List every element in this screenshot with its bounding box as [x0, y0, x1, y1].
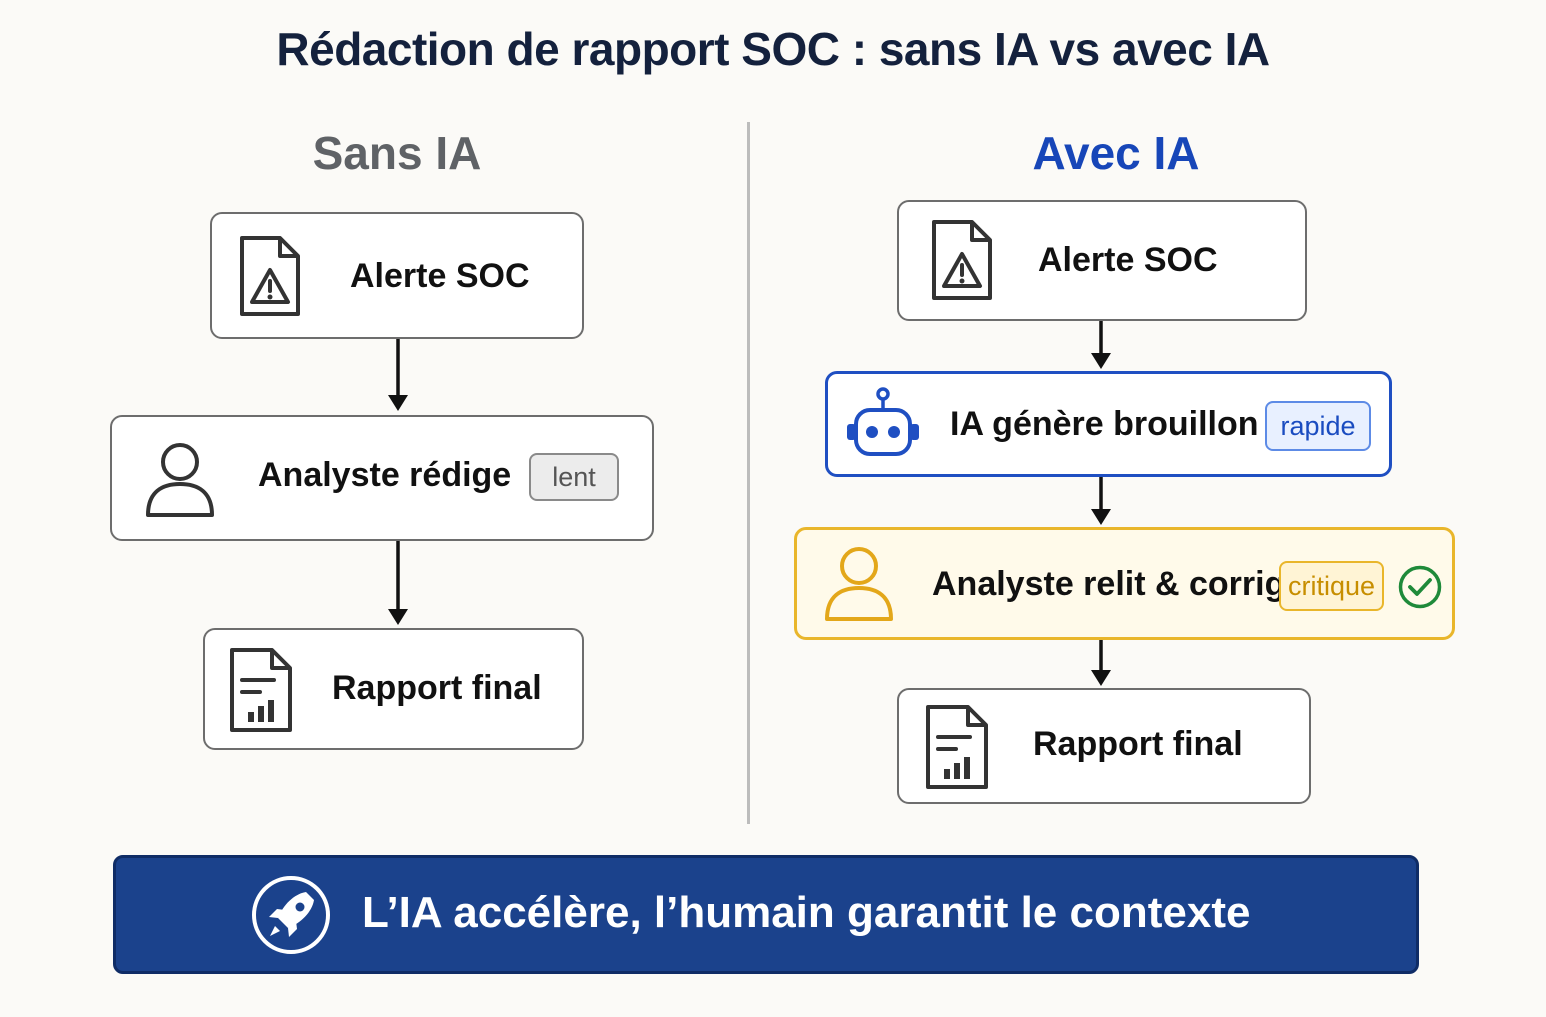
column-divider: [747, 122, 750, 824]
left-step-analyst-label: Analyste rédige: [258, 456, 512, 494]
user-icon: [825, 547, 893, 621]
user-icon: [146, 443, 214, 517]
arrow-down-icon: [1091, 477, 1111, 525]
slow-badge: lent: [529, 453, 619, 501]
check-circle-icon: [1398, 565, 1442, 609]
right-step-report-label: Rapport final: [1033, 725, 1243, 763]
document-chart-icon: [926, 705, 988, 789]
document-warning-icon: [932, 220, 992, 300]
document-warning-icon: [240, 236, 300, 316]
right-column-heading: Avec IA: [1032, 127, 1200, 179]
left-step-report-label: Rapport final: [332, 669, 542, 707]
left-column-heading: Sans IA: [312, 127, 482, 179]
fast-badge: rapide: [1265, 401, 1371, 451]
left-step-alert-label: Alerte SOC: [350, 257, 530, 295]
conclusion-banner: [113, 855, 1419, 974]
arrow-down-icon: [1091, 321, 1111, 369]
robot-icon: [847, 387, 919, 456]
document-chart-icon: [230, 648, 292, 732]
right-step-review-label: Analyste relit & corrige: [932, 565, 1305, 603]
conclusion-text: L’IA accélère, l’humain garantit le cont…: [362, 888, 1251, 937]
right-step-alert-label: Alerte SOC: [1038, 241, 1218, 279]
rocket-icon: [252, 876, 330, 954]
arrow-down-icon: [388, 339, 408, 411]
arrow-down-icon: [388, 541, 408, 625]
right-step-ai-label: IA génère brouillon: [950, 405, 1259, 443]
arrow-down-icon: [1091, 640, 1111, 686]
page-title: Rédaction de rapport SOC : sans IA vs av…: [276, 23, 1270, 75]
critical-badge: critique: [1279, 561, 1384, 611]
